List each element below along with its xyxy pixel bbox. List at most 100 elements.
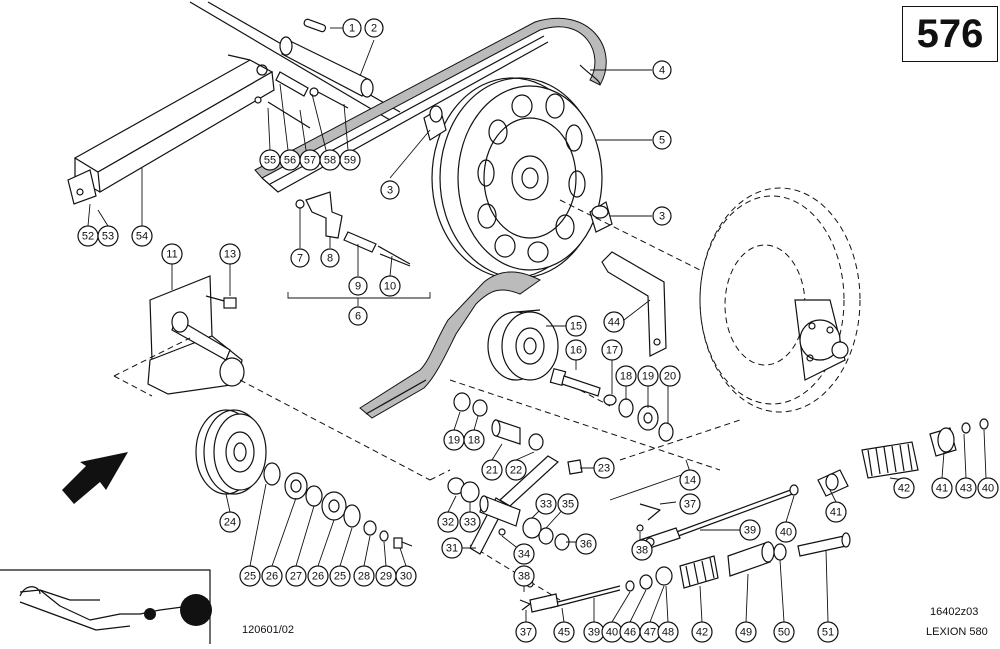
callout-35: 35: [557, 493, 579, 515]
callout-number: 41: [936, 483, 948, 495]
callout-circle: [441, 537, 463, 559]
callout-number: 57: [304, 155, 316, 167]
callout-number: 26: [266, 571, 278, 583]
callout-number: 20: [664, 371, 676, 383]
callout-number: 2: [371, 23, 377, 35]
callout-31: 31: [441, 537, 463, 559]
callout-number: 17: [606, 345, 618, 357]
bearing-stack: [263, 462, 413, 549]
callout-number: 7: [297, 253, 303, 265]
callout-number: 53: [102, 231, 114, 243]
callout-number: 4: [659, 65, 665, 77]
callout-circle: [463, 429, 485, 451]
callout-6: 6: [348, 306, 368, 326]
lower-arm: [447, 477, 570, 551]
callout-circle: [553, 621, 575, 643]
callout-25: 25: [239, 565, 261, 587]
callout-number: 23: [598, 463, 610, 475]
callout-circle: [775, 521, 797, 543]
callout-53: 53: [97, 225, 119, 247]
callout-number: 43: [960, 483, 972, 495]
callout-circle: [691, 621, 713, 643]
callout-number: 55: [264, 155, 276, 167]
callout-number: 21: [486, 465, 498, 477]
callout-number: 5: [659, 135, 665, 147]
callout-33: 33: [535, 493, 557, 515]
callout-circle: [893, 477, 915, 499]
assembly-outlines: [113, 337, 741, 601]
callout-number: 24: [224, 517, 236, 529]
callout-circle: [601, 339, 623, 361]
callout-37: 37: [515, 621, 537, 643]
callout-circle: [481, 459, 503, 481]
callout-number: 49: [740, 627, 752, 639]
callout-number: 19: [642, 371, 654, 383]
callout-5: 5: [652, 130, 672, 150]
callout-circle: [603, 311, 625, 333]
callout-number: 27: [290, 571, 302, 583]
callout-16: 16: [565, 339, 587, 361]
page-number: 576: [916, 11, 984, 56]
callout-circle: [657, 621, 679, 643]
callout-42: 42: [893, 477, 915, 499]
callout-number: 3: [659, 211, 665, 223]
callout-number: 1: [349, 23, 355, 35]
callout-circle: [637, 365, 659, 387]
callout-circle: [97, 225, 119, 247]
callout-number: 39: [588, 627, 600, 639]
callout-41: 41: [825, 501, 847, 523]
callout-circle: [513, 543, 535, 565]
callout-circle: [348, 276, 368, 296]
bracket-44: [601, 251, 667, 357]
callout-number: 50: [778, 627, 790, 639]
callout-number: 48: [662, 627, 674, 639]
callout-circle: [515, 621, 537, 643]
callout-number: 58: [324, 155, 336, 167]
callout-circle: [593, 457, 615, 479]
callout-circle: [342, 18, 362, 38]
callout-circle: [239, 565, 261, 587]
callout-8: 8: [320, 248, 340, 268]
callout-circle: [320, 248, 340, 268]
callout-18: 18: [463, 429, 485, 451]
callout-number: 51: [822, 627, 834, 639]
callout-39: 39: [739, 519, 761, 541]
callout-number: 34: [518, 549, 530, 561]
callout-29: 29: [375, 565, 397, 587]
callout-circle: [364, 18, 384, 38]
callout-49: 49: [735, 621, 757, 643]
callout-number: 33: [540, 499, 552, 511]
hydraulic-motor-ghost: [559, 187, 861, 413]
callout-55: 55: [259, 149, 281, 171]
callout-42: 42: [691, 621, 713, 643]
callout-3: 3: [380, 180, 400, 200]
callout-number: 40: [606, 627, 618, 639]
document-code: 120601/02: [242, 624, 294, 636]
callout-circle: [659, 365, 681, 387]
callout-circle: [535, 493, 557, 515]
callout-39: 39: [583, 621, 605, 643]
callout-number: 45: [558, 627, 570, 639]
bearings-upper: [618, 398, 674, 442]
callout-number: 15: [570, 321, 582, 333]
callout-26: 26: [261, 565, 283, 587]
direction-arrow: [62, 452, 128, 504]
callout-38: 38: [513, 565, 535, 587]
callout-44: 44: [603, 311, 625, 333]
callout-15: 15: [565, 315, 587, 337]
callout-circle: [505, 459, 527, 481]
callout-number: 13: [224, 249, 236, 261]
callout-number: 6: [355, 311, 361, 323]
callout-52: 52: [77, 225, 99, 247]
tension-rod-lower: [529, 532, 851, 613]
callout-number: 42: [696, 627, 708, 639]
locator-thumbnail: [0, 569, 212, 644]
callout-circle: [773, 621, 795, 643]
callout-number: 25: [334, 571, 346, 583]
callout-number: 22: [510, 465, 522, 477]
callout-circle: [131, 225, 153, 247]
callout-number: 59: [344, 155, 356, 167]
callout-13: 13: [219, 243, 241, 265]
callout-40: 40: [775, 521, 797, 543]
callout-number: 25: [244, 571, 256, 583]
